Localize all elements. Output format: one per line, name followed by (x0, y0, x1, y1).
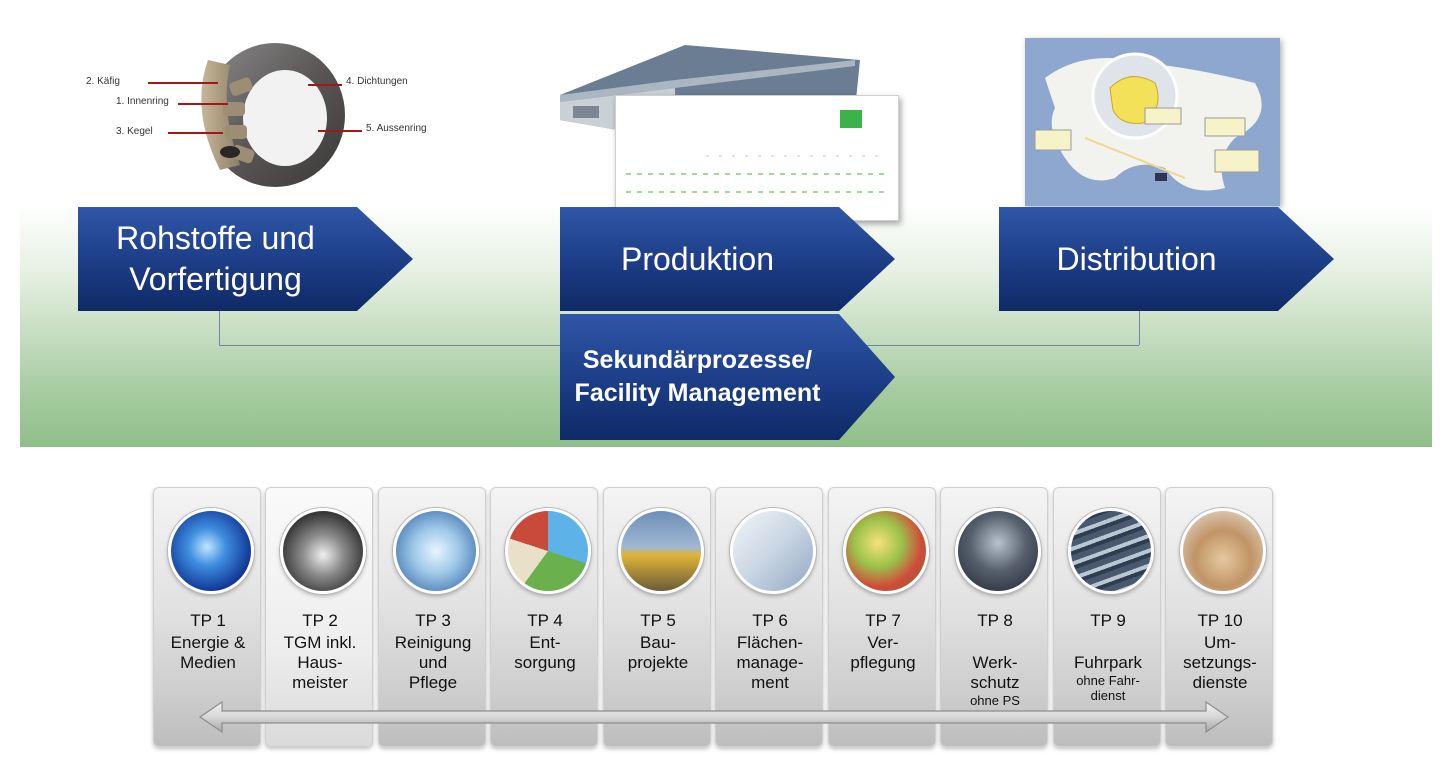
subprocess-number: TP 7 (865, 611, 901, 630)
gears-icon (280, 508, 366, 594)
subprocess-name: Energie & Medien (170, 633, 246, 672)
subprocess-note: ohne Fahr- dienst (1076, 673, 1140, 703)
step-arrow-distribution: Distribution (999, 207, 1334, 311)
subprocess-tile: TP 9 Fuhrpark ohne Fahr- dienst (1053, 487, 1161, 747)
bearing-label-dichtungen: 4. Dichtungen (346, 76, 408, 87)
secondary-process-arrow: Sekundärprozesse/ Facility Management (560, 314, 895, 440)
subprocess-tile: TP 5 Bau- projekte (603, 487, 711, 747)
factory-illustration (555, 40, 900, 221)
subprocess-number: TP 3 (415, 611, 451, 630)
connector-line (219, 310, 220, 345)
subprocess-number: TP 4 (527, 611, 563, 630)
subprocess-number: TP 1 (190, 611, 226, 630)
step-label-distribution: Distribution (1056, 240, 1217, 277)
food-icon (843, 508, 929, 594)
subprocess-number: TP 2 (302, 611, 338, 630)
subprocess-tile: TP 7 Ver- pflegung (828, 487, 936, 747)
energy-icon (168, 508, 254, 594)
subprocess-tile: TP 1 Energie & Medien (153, 487, 261, 747)
boxes-icon (1180, 508, 1266, 594)
subprocess-tile: TP 6 Flächen- manage- ment (715, 487, 823, 747)
subprocess-tile: TP 3 Reinigung und Pflege (378, 487, 486, 747)
subprocess-name-main: Werk- schutz (970, 653, 1020, 692)
connector-line (1139, 310, 1140, 345)
subprocess-tile: TP 8 Werk- schutz ohne PS (940, 487, 1048, 747)
bearing-leader-line (168, 132, 223, 134)
subprocess-name: Bau- projekte (627, 633, 689, 672)
subprocess-number: TP 5 (640, 611, 676, 630)
subprocess-tile: TP 4 Ent- sorgung (490, 487, 598, 747)
security-icon (955, 508, 1041, 594)
step-label-rohstoffe: Rohstoffe und Vorfertigung (116, 220, 315, 297)
bearing-leader-line (318, 130, 362, 132)
subprocess-tile: TP 10 Um- setzungs- dienste (1165, 487, 1273, 747)
subprocess-name: Ent- sorgung (514, 633, 576, 672)
secondary-process-label: Sekundärprozesse/ Facility Management (574, 346, 821, 407)
software-screen-panel (615, 95, 899, 221)
subprocess-name-main: Fuhrpark (1073, 653, 1143, 672)
bearing-leader-line (148, 82, 218, 84)
subprocess-name: Werk- schutz ohne PS (941, 633, 1049, 728)
subprocess-name: Fuhrpark ohne Fahr- dienst (1054, 633, 1162, 723)
subprocess-name: TGM inkl. Haus- meister (283, 633, 357, 692)
subprocess-name: Reinigung und Pflege (394, 633, 472, 692)
distribution-map-illustration (1025, 38, 1280, 206)
recycling-icon (505, 508, 591, 594)
subprocess-name: Um- setzungs- dienste (1183, 633, 1257, 692)
bearing-label-innenring: 1. Innenring (116, 96, 169, 107)
subprocess-name: Ver- pflegung (850, 633, 916, 672)
bearing-label-kaefig: 2. Käfig (86, 76, 120, 87)
bearing-leader-line (308, 84, 342, 86)
step-label-produktion: Produktion (621, 240, 774, 277)
subprocess-number: TP 6 (752, 611, 788, 630)
bearing-leader-line (178, 103, 228, 105)
cleaning-icon (393, 508, 479, 594)
excavator-icon (618, 508, 704, 594)
subprocess-note: ohne PS (970, 693, 1020, 708)
double-arrow-icon (198, 700, 1230, 734)
subprocess-number: TP 8 (977, 611, 1013, 630)
subprocess-name: Flächen- manage- ment (736, 633, 804, 692)
step-arrow-rohstoffe: Rohstoffe und Vorfertigung (78, 207, 413, 311)
bearing-illustration: 2. Käfig 1. Innenring 3. Kegel 4. Dichtu… (80, 40, 440, 200)
car-fleet-icon (1068, 508, 1154, 594)
subprocess-tile: TP 2 TGM inkl. Haus- meister (265, 487, 373, 747)
bearing-label-kegel: 3. Kegel (116, 126, 153, 137)
subprocess-number: TP 10 (1197, 611, 1243, 630)
subprocess-number: TP 9 (1090, 611, 1126, 630)
floorplan-icon (730, 508, 816, 594)
bearing-label-aussenring: 5. Aussenring (366, 123, 427, 134)
step-arrow-produktion: Produktion (560, 207, 895, 311)
